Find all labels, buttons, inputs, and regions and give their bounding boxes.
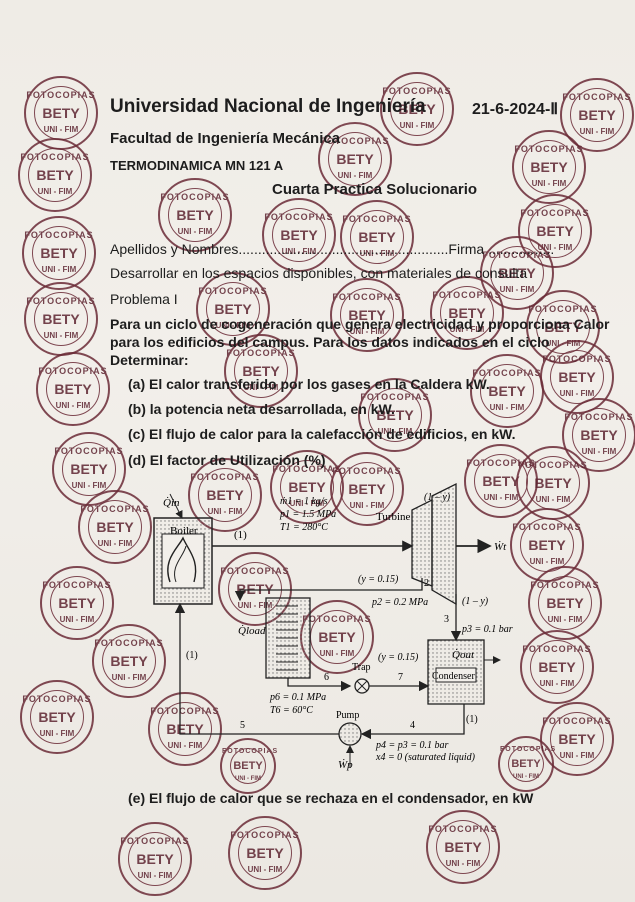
question-a: (a) El calor transferido por los gases e… bbox=[128, 376, 490, 392]
t1-label: T1 = 280°C bbox=[280, 522, 328, 533]
exam-date: 21-6-2024-Ⅱ bbox=[472, 101, 559, 118]
names-signature-line: Apellidos y Nombres.....................… bbox=[110, 241, 555, 257]
q-out-label: Q̇out bbox=[452, 649, 475, 661]
condenser-label: Condenser bbox=[432, 671, 475, 682]
state-2-label: 2 bbox=[424, 578, 429, 589]
pump-label: Pump bbox=[336, 710, 359, 721]
state-3-label: 3 bbox=[444, 614, 449, 625]
left-flow-label: (1) bbox=[186, 650, 198, 661]
pump bbox=[338, 722, 362, 746]
state-4-label: 4 bbox=[410, 720, 415, 731]
pump-work-label: Ẇp bbox=[338, 759, 353, 771]
p3-label: p3 = 0.1 bar bbox=[461, 624, 513, 635]
state-5-label: 5 bbox=[240, 720, 245, 731]
university-name: Universidad Nacional de Ingeniería bbox=[110, 96, 426, 117]
state-6-label: 6 bbox=[324, 672, 329, 683]
x4-label: x4 = 0 (saturated liquid) bbox=[375, 752, 476, 763]
q-in-label: Q̇in bbox=[163, 497, 180, 509]
question-e: (e) El flujo de calor que se rechaza en … bbox=[128, 790, 534, 806]
problem-statement-line-2: para los edificios del campus. Para los … bbox=[110, 334, 550, 350]
problem-label: Problema I bbox=[110, 291, 178, 307]
q-load-label: Q̇load bbox=[238, 625, 266, 637]
frac-1-y-top: (1 – y) bbox=[424, 492, 451, 503]
state-1-label: (1) bbox=[234, 529, 247, 541]
turbine-body bbox=[411, 498, 433, 587]
problem-statement-line-3: Determinar: bbox=[110, 352, 189, 368]
boiler-label: Boiler bbox=[170, 525, 198, 537]
faculty-name: Facultad de Ingeniería Mecánica bbox=[110, 130, 341, 147]
trap-fraction: (y = 0.15) bbox=[378, 652, 419, 663]
exam-title: Cuarta Practica Solucionario bbox=[272, 181, 478, 198]
t6-label: T6 = 60°C bbox=[270, 705, 313, 716]
right-flow-label: (1) bbox=[466, 714, 478, 725]
question-c: (c) El flujo de calor para la calefacció… bbox=[128, 426, 516, 442]
extraction-fraction: (y = 0.15) bbox=[358, 574, 399, 585]
question-b: (b) la potencia neta desarrollada, en kW… bbox=[128, 401, 395, 417]
p2-label: p2 = 0.2 MPa bbox=[371, 597, 428, 608]
problem-statement-line-1: Para un ciclo de cogeneración que genera… bbox=[110, 316, 610, 332]
turbine-label: Turbine bbox=[376, 511, 411, 523]
mass-flow-label: ṁ1 = 1 kg/s bbox=[280, 496, 328, 507]
p1-label: p1 = 1.5 MPa bbox=[279, 509, 336, 520]
turbine-work-label: Ẇt bbox=[494, 541, 507, 553]
p6-label: p6 = 0.1 MPa bbox=[269, 692, 326, 703]
question-d: (d) El factor de Utilización (%) bbox=[128, 452, 326, 468]
state-7-label: 7 bbox=[398, 672, 403, 683]
p4-label: p4 = p3 = 0.1 bar bbox=[375, 740, 448, 751]
instructions: Desarrollar en los espacios disponibles,… bbox=[110, 265, 528, 281]
frac-1-y-down: (1 – y) bbox=[462, 596, 489, 607]
course-code: TERMODINAMICA MN 121 A bbox=[110, 158, 284, 173]
trap-label: Trap bbox=[352, 662, 371, 673]
